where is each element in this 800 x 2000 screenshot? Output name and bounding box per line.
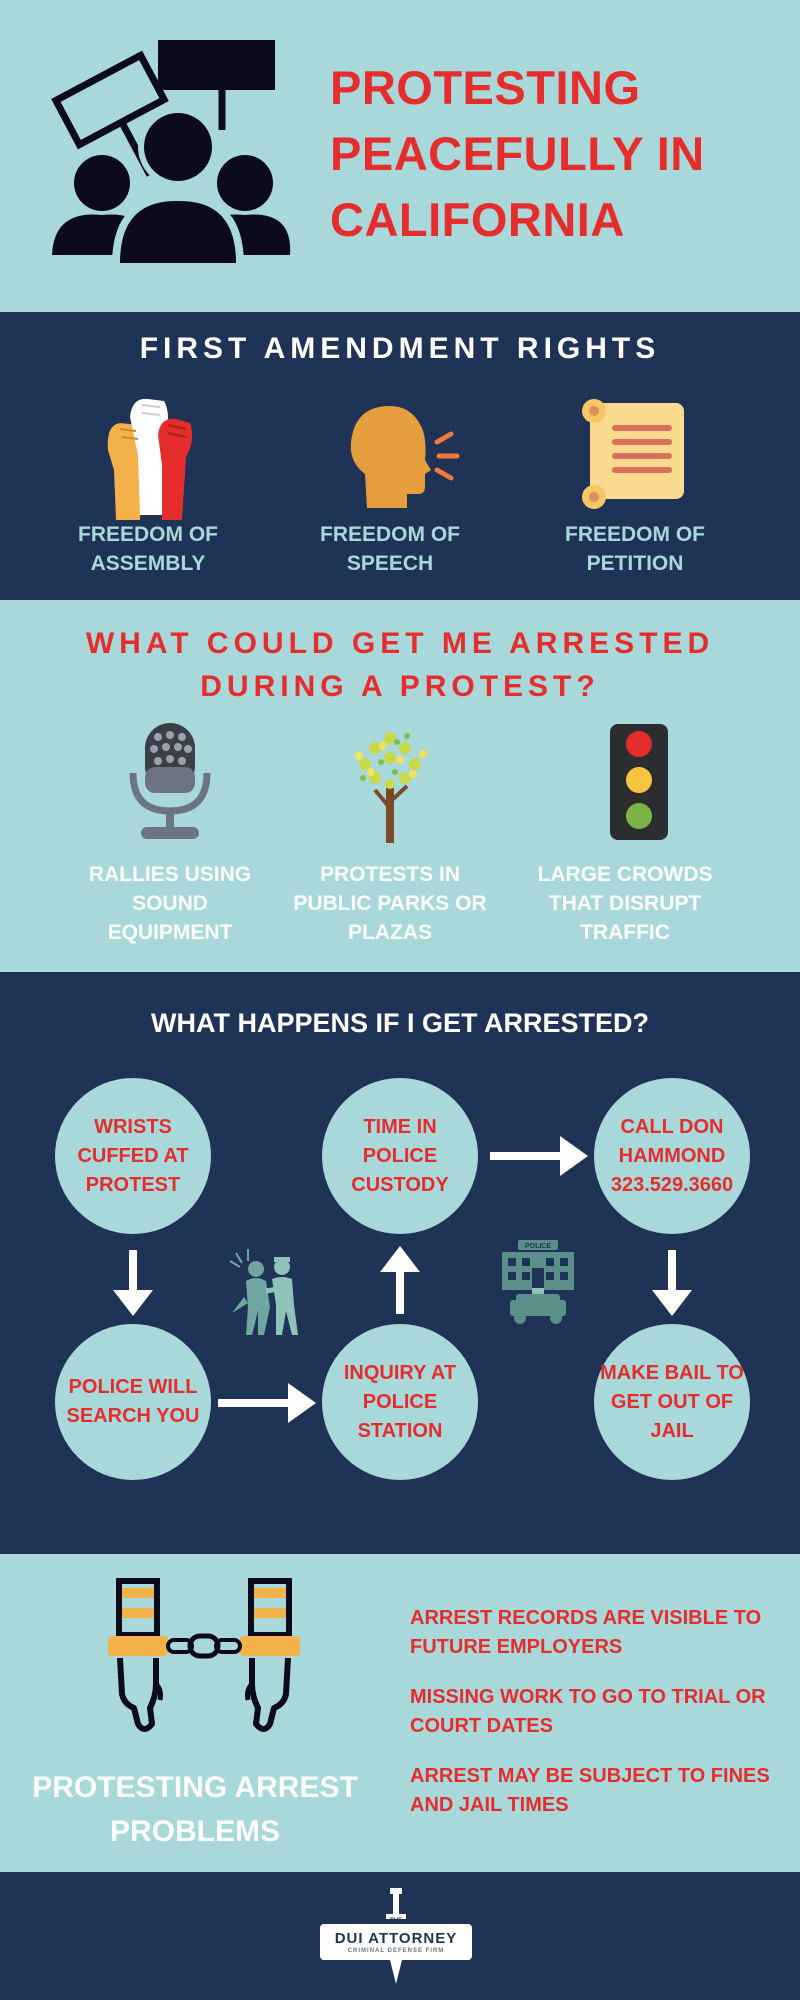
speaking-head-icon [345,402,460,512]
step-police-search: POLICE WILL SEARCH YOU [55,1324,211,1480]
rights-section: FIRST AMENDMENT RIGHTS FREEDOM OF ASSEMB… [0,312,800,600]
scroll-icon [572,397,692,512]
problem-item: ARREST MAY BE SUBJECT TO FINES AND JAIL … [410,1765,770,1816]
arrow-down-icon [113,1250,153,1316]
traffic-light-icon [608,722,670,842]
arrest-process-section: WHAT HAPPENS IF I GET ARRESTED? WRISTS C… [0,972,800,1554]
step-police-custody: TIME IN POLICE CUSTODY [322,1078,478,1234]
step-inquiry-station: INQUIRY AT POLICE STATION [322,1324,478,1480]
cause-label-traffic: LARGE CROWDS THAT DISRUPT TRAFFIC [537,863,713,944]
cause-label-sound: RALLIES USING SOUND EQUIPMENT [88,863,252,944]
logo-main-text: DUI ATTORNEY [334,1930,458,1947]
right-label-assembly: FREEDOM OF ASSEMBLY [78,523,218,575]
step-label: INQUIRY AT POLICE STATION [343,1361,457,1442]
arrow-right-icon [218,1383,316,1423]
problem-item: ARREST RECORDS ARE VISIBLE TO FUTURE EMP… [410,1607,762,1658]
protest-crowd-icon [40,35,300,270]
tree-icon [345,728,435,843]
station-sign-text: POLICE [525,1243,551,1250]
handcuffed-hands-icon [104,1574,304,1774]
arrest-scene-icon [222,1247,314,1339]
logo-sub-text: CRIMINAL DEFENSE FIRM [347,1948,445,1954]
arrow-down-icon [652,1250,692,1316]
page-title: PROTESTING PEACEFULLY IN CALIFORNIA [330,61,705,246]
cause-label-parks: PROTESTS IN PUBLIC PARKS OR PLAZAS [293,863,487,944]
step-make-bail: MAKE BAIL TO GET OUT OF JAIL [594,1324,750,1480]
arrest-causes-heading: WHAT COULD GET ME ARRESTED DURING A PROT… [85,627,715,703]
microphone-icon [125,723,215,843]
step-call-attorney: CALL DON HAMMOND 323.529.3660 [594,1078,750,1234]
step-label: TIME IN POLICE CUSTODY [351,1115,449,1196]
problem-item: MISSING WORK TO GO TO TRIAL OR COURT DAT… [410,1686,766,1737]
arrow-right-icon [490,1136,588,1176]
footer-section: THE DUI ATTORNEY CRIMINAL DEFENSE FIRM [0,1872,800,2000]
step-wrists-cuffed: WRISTS CUFFED AT PROTEST [55,1078,211,1234]
logo-top-text: THE [390,1918,402,1924]
problems-heading: PROTESTING ARREST PROBLEMS [32,1771,358,1848]
arrest-causes-section: WHAT COULD GET ME ARRESTED DURING A PROT… [0,600,800,972]
firm-logo: THE DUI ATTORNEY CRIMINAL DEFENSE FIRM [320,1886,472,1990]
police-station-icon: POLICE [496,1238,580,1328]
arrow-up-icon [380,1246,420,1314]
step-label: POLICE WILL SEARCH YOU [66,1376,200,1427]
step-label: MAKE BAIL TO GET OUT OF JAIL [600,1361,744,1442]
rights-heading: FIRST AMENDMENT RIGHTS [139,332,661,365]
header-section: PROTESTING PEACEFULLY IN CALIFORNIA [0,0,800,312]
raised-fists-icon [98,395,198,520]
problems-section: PROTESTING ARREST PROBLEMS ARREST RECORD… [0,1554,800,1872]
step-label: CALL DON HAMMOND 323.529.3660 [610,1115,734,1196]
step-label: WRISTS CUFFED AT PROTEST [77,1115,189,1196]
right-label-petition: FREEDOM OF PETITION [565,523,705,575]
right-label-speech: FREEDOM OF SPEECH [320,523,460,575]
process-heading: WHAT HAPPENS IF I GET ARRESTED? [150,1008,649,1038]
